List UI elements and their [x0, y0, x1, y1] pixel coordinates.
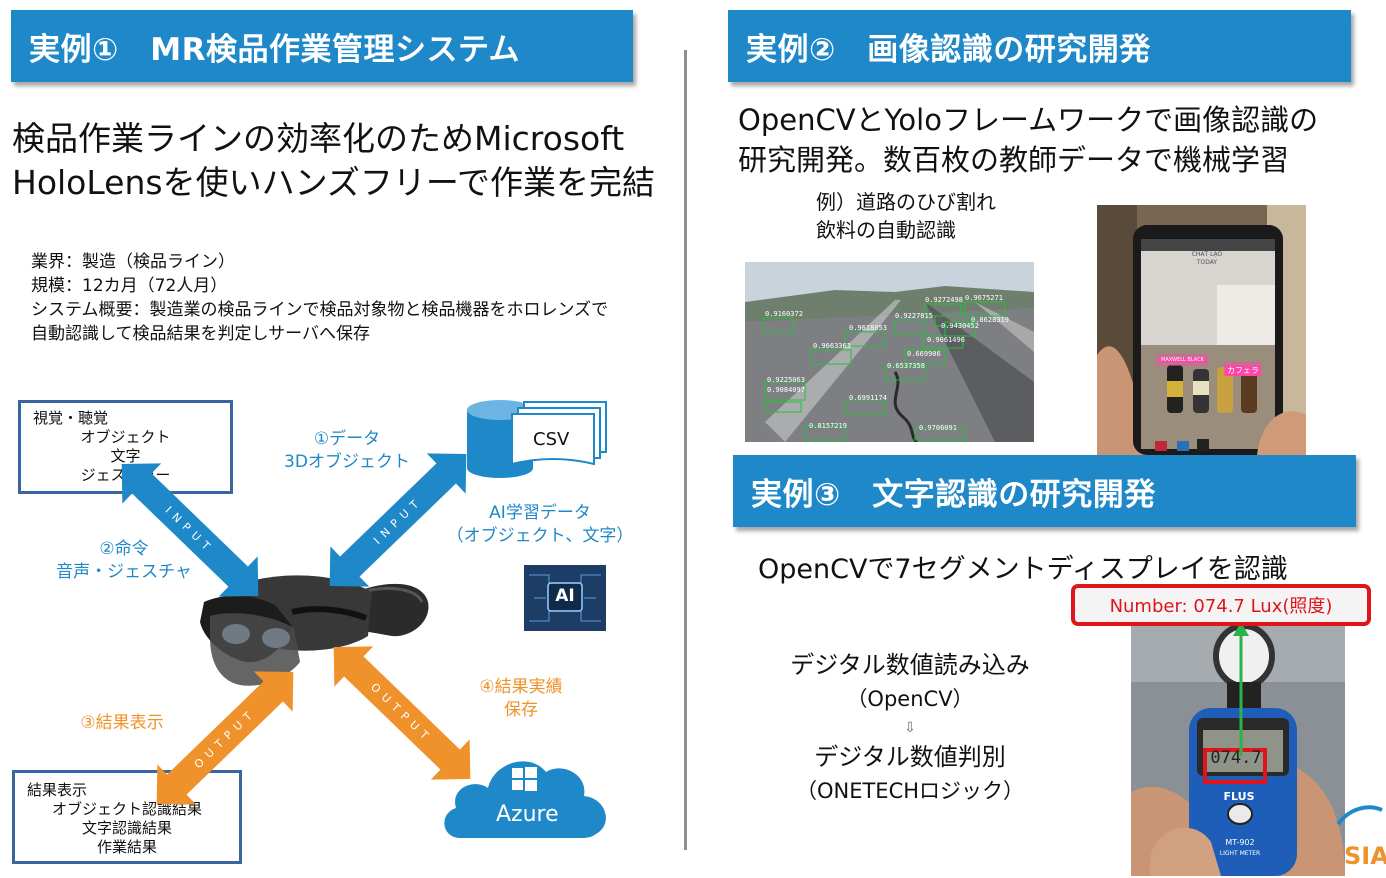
step4-sub: 保存: [504, 700, 538, 720]
detection-score: 0.9663363: [813, 342, 851, 350]
case2-description: OpenCVとYoloフレームワークで画像認識の 研究開発。数百枚の教師データで…: [738, 100, 1358, 180]
phone-header-text: CHẤT LẠO TODAY: [1177, 251, 1237, 267]
output-box-item: 文字認識結果: [81, 819, 172, 837]
phone-recognition-image: CHẤT LẠO TODAY MAXWELL BLACK カフェラ: [1097, 205, 1306, 455]
flow-step-1-sub: （OpenCV）: [846, 687, 974, 711]
csv-label: CSV: [533, 429, 570, 450]
flow-step-1: デジタル数値読み込み: [790, 651, 1030, 679]
output-box-item: 作業結果: [96, 838, 157, 856]
hololens-headset: [200, 575, 429, 686]
step4-title: ④結果実績: [479, 677, 563, 697]
output-box-title: 結果表示: [27, 781, 88, 799]
detection-score: 0.6537358: [887, 362, 925, 370]
readout-pointer: [1233, 622, 1249, 756]
phone-header-line-1: CHẤT LẠO: [1191, 251, 1223, 258]
input-box-title: 視覚・聴覚: [33, 409, 109, 427]
case1-meta: 業界：製造（検品ライン） 規模：12カ月（72人月） システム概要：製造業の検品…: [31, 250, 681, 346]
logo-fragment-text: SIA: [1344, 842, 1386, 870]
step1-sub: 3Dオブジェクト: [284, 452, 410, 472]
case3-flow: デジタル数値読み込み （OpenCV） ⇩ デジタル数値判別 （ONETECHロ…: [750, 648, 1070, 808]
step1-label: ①データ 3Dオブジェクト: [272, 428, 422, 474]
detection-score: 0.9618053: [849, 324, 887, 332]
phone-detect-label-right: カフェラ: [1225, 365, 1261, 376]
meta-industry: 業界：製造（検品ライン）: [31, 252, 235, 272]
ai-data-sub: （オブジェクト、文字）: [446, 526, 634, 546]
flow-arrows: INPUT INPUT OUTPUT OUTPUT: [102, 433, 490, 825]
detection-score: 0.9227815: [895, 312, 933, 320]
ai-chip-icon: AI: [524, 565, 606, 631]
example-line-2: 飲料の自動認識: [816, 218, 956, 242]
meta-scale: 規模：12カ月（72人月）: [31, 276, 228, 296]
input-box-item: 文字: [110, 447, 141, 465]
ai-data-label: AI学習データ （オブジェクト、文字）: [440, 502, 640, 548]
meter-sub: LIGHT METER: [1219, 850, 1261, 857]
azure-cloud-icon: [444, 761, 606, 838]
flow-down-arrow-icon: ⇩: [904, 720, 916, 736]
detection-score: 0.9160372: [765, 310, 803, 318]
step2-sub: 音声・ジェスチャ: [56, 562, 192, 582]
headline-line-2: HoloLensを使いハンズフリーで作業を完結: [12, 163, 655, 202]
number-readout-text: Number: 074.7 Lux(照度): [1109, 596, 1333, 617]
banner-case1: 実例① MR検品作業管理システム: [11, 10, 633, 82]
phone-detect-label-left: MAXWELL BLACK: [1159, 357, 1206, 363]
arrow-output-label-1: OUTPUT: [192, 706, 259, 772]
detection-score: 0.9225063: [767, 376, 805, 384]
step4-label: ④結果実績 保存: [456, 676, 586, 722]
meta-overview: システム概要：製造業の検品ラインで検品対象物と検品機器をホロレンズで: [31, 300, 609, 320]
arrow-output-label-2: OUTPUT: [368, 681, 435, 747]
case3-description: OpenCVで7セグメントディスプレイを認識: [758, 554, 1288, 585]
case2-line-2: 研究開発。数百枚の教師データで機械学習: [738, 143, 1290, 177]
column-divider: [684, 50, 687, 850]
step2-label: ②命令 音声・ジェスチャ: [44, 538, 204, 584]
headline-line-1: 検品作業ラインの効率化のためMicrosoft: [12, 119, 625, 158]
detection-score: 0.669906: [907, 350, 941, 358]
output-box: 結果表示 オブジェクト認識結果 文字認識結果 作業結果: [12, 770, 242, 864]
road-detection-image: 0.9160372 0.9272498 0.9675271 0.9227815 …: [745, 262, 1034, 442]
output-box-item: オブジェクト認識結果: [51, 800, 202, 818]
detection-score: 0.6991174: [849, 394, 887, 402]
input-box-item: オブジェクト: [80, 428, 171, 446]
number-readout-box: Number: 074.7 Lux(照度): [1071, 584, 1371, 626]
azure-label: Azure: [496, 802, 559, 827]
meter-display: 074.7: [1210, 748, 1262, 768]
detection-score: 0.9061496: [927, 336, 965, 344]
meter-brand: FLUS: [1223, 790, 1255, 803]
phone-header-line-2: TODAY: [1196, 259, 1218, 266]
flow-step-2-sub: （ONETECHロジック）: [795, 779, 1025, 803]
ai-badge-text: AI: [555, 586, 575, 606]
case2-example: 例）道路のひび割れ 飲料の自動認識: [816, 188, 996, 244]
meter-model: MT-902: [1225, 838, 1255, 847]
banner-case3: 実例③ 文字認識の研究開発: [733, 455, 1356, 527]
case1-headline: 検品作業ラインの効率化のためMicrosoft HoloLensを使いハンズフリ…: [12, 117, 682, 205]
banner-case2: 実例② 画像認識の研究開発: [728, 10, 1351, 82]
database-icon: [467, 400, 607, 478]
detection-score: 0.9084097: [767, 386, 805, 394]
flow-step-2: デジタル数値判別: [814, 743, 1006, 771]
step1-title: ①データ: [313, 429, 381, 449]
detection-score: 0.8157219: [809, 422, 847, 430]
detection-score: 0.9430452: [941, 322, 979, 330]
ai-data-title: AI学習データ: [489, 503, 591, 523]
detection-score: 0.9706091: [919, 424, 957, 432]
example-line-1: 例）道路のひび割れ: [816, 190, 996, 214]
company-logo-fragment: [1336, 805, 1383, 826]
case2-line-1: OpenCVとYoloフレームワークで画像認識の: [738, 103, 1319, 137]
detection-score: 0.9675271: [965, 294, 1003, 302]
meta-overview-cont: 自動認識して検品結果を判定しサーバへ保存: [31, 324, 370, 344]
detection-score: 0.9272498: [925, 296, 963, 304]
step2-title: ②命令: [99, 539, 149, 559]
detection-score: 0.8628319: [971, 316, 1009, 324]
step3-label: ③結果表示: [80, 713, 164, 733]
